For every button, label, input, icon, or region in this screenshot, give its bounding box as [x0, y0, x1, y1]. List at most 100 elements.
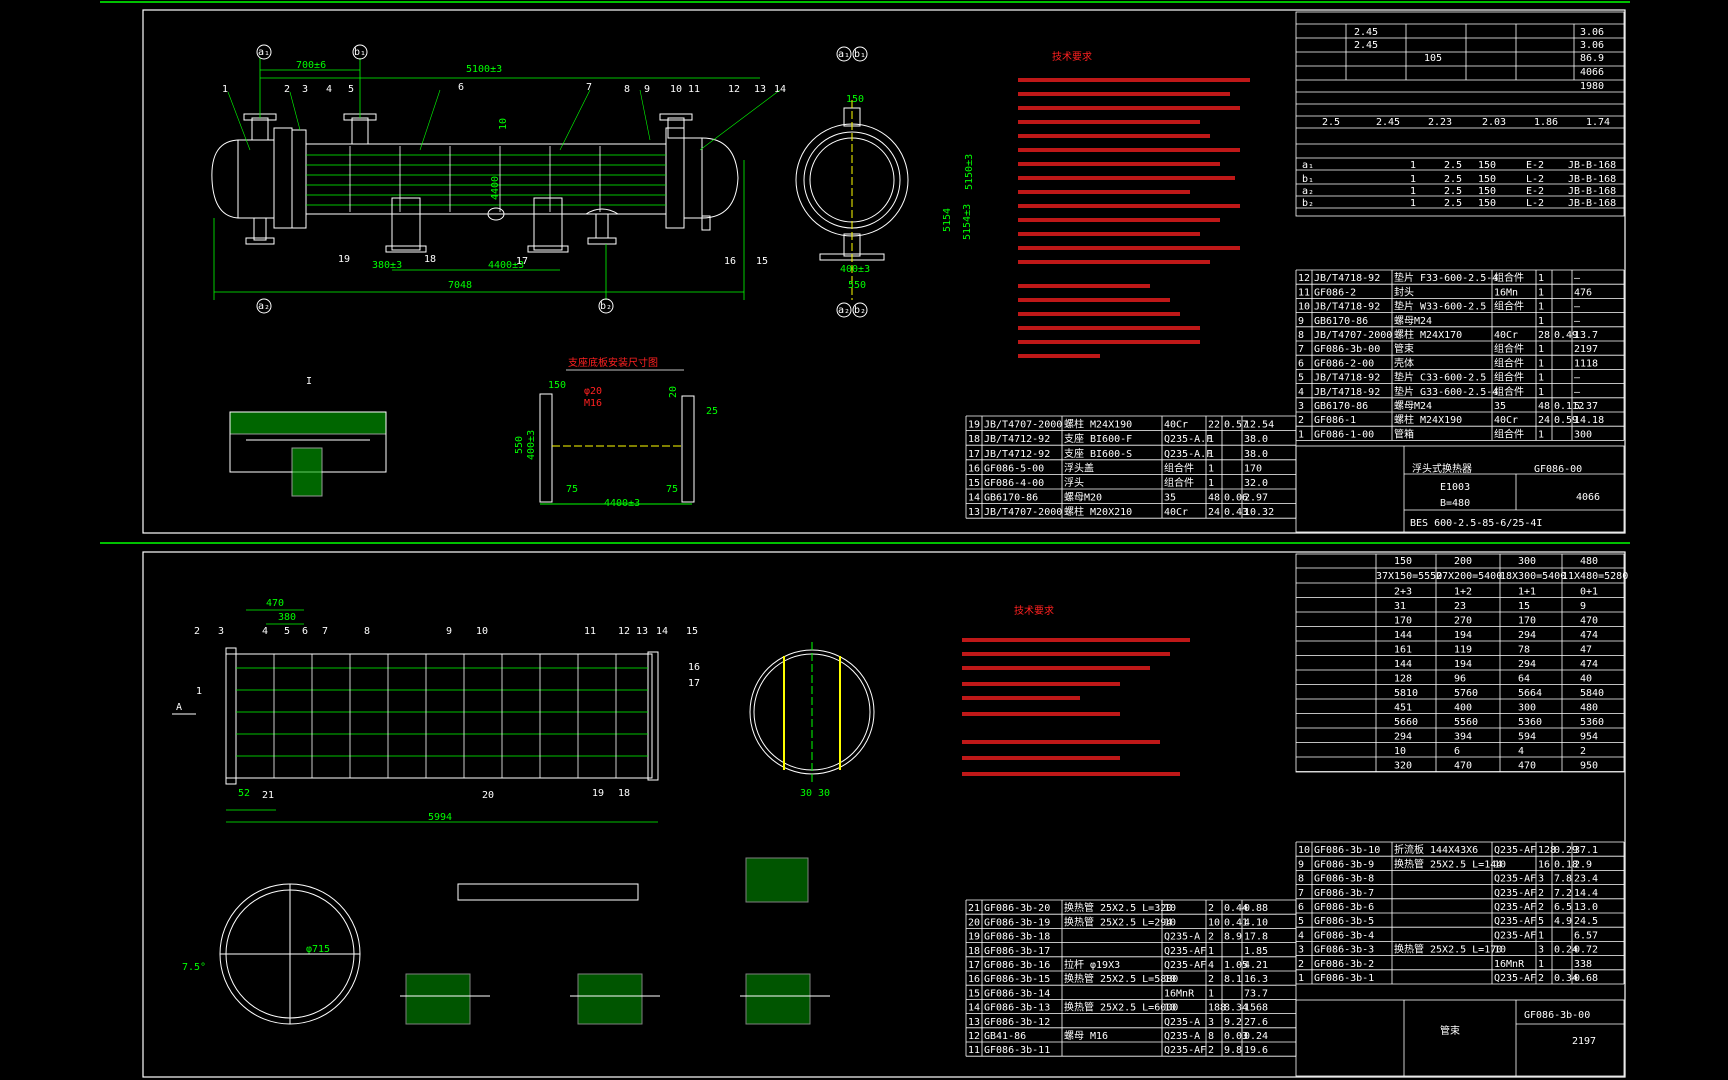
top-title-block-text: 浮头式换热器 GF086-00 E1003 B=480 4066 BES 600…: [1410, 462, 1600, 529]
svg-text:b₂: b₂: [600, 301, 612, 312]
svg-text:2.45: 2.45: [1354, 40, 1378, 51]
svg-text:E1003: E1003: [1440, 482, 1470, 493]
parts-row-name: 换热管 25X2.5 L=170: [1394, 943, 1502, 956]
parts-row-w2: —: [1574, 387, 1581, 398]
parts-row-name: 换热管 25X2.5 L=320: [1064, 901, 1172, 914]
parts-row-q: 1: [1538, 273, 1544, 284]
svg-text:1: 1: [1410, 198, 1416, 209]
parts-row-mat: Q235-AF: [1164, 946, 1206, 957]
baffle-cell: 5664: [1518, 688, 1542, 699]
svg-text:2.45: 2.45: [1376, 117, 1400, 128]
parts-row-no: 15: [968, 988, 980, 999]
svg-text:9: 9: [446, 626, 452, 637]
parts-row-no: 2: [1298, 959, 1304, 970]
parts-row-q: 1: [1538, 429, 1544, 440]
svg-text:φ20: φ20: [584, 386, 602, 397]
svg-text:150: 150: [1478, 186, 1496, 197]
parts-row-w2: 14.4: [1574, 888, 1598, 899]
parts-row-mat: 组合件: [1164, 461, 1194, 474]
svg-text:BES 600-2.5-85-6/25-4I: BES 600-2.5-85-6/25-4I: [1410, 518, 1542, 529]
svg-text:15: 15: [686, 626, 698, 637]
parts-row-w2: 38.0: [1244, 434, 1268, 445]
parts-row-name: 折流板 144X43X6: [1394, 843, 1478, 856]
svg-text:6: 6: [458, 82, 464, 93]
parts-row-q: 188: [1208, 1003, 1226, 1014]
parts-row-w2: —: [1574, 273, 1581, 284]
parts-row-mat: 10: [1164, 974, 1176, 985]
parts-row-code: GF086-2: [1314, 287, 1356, 298]
baffle-cell: 2: [1580, 746, 1586, 757]
parts-row-mat: 组合件: [1494, 300, 1524, 313]
svg-text:3.06: 3.06: [1580, 27, 1604, 38]
parts-row-name: 螺母 M16: [1064, 1030, 1108, 1042]
baffle-cell: 2+3: [1394, 587, 1412, 598]
parts-row-no: 16: [968, 974, 980, 985]
parts-row-w2: 170: [1244, 463, 1262, 474]
svg-text:a₁: a₁: [1302, 160, 1314, 171]
baffle-header: 300: [1518, 556, 1536, 567]
parts-row-w1: 0.41: [1224, 917, 1248, 928]
parts-row-q: 1: [1538, 930, 1544, 941]
parts-row-w2: 13.7: [1574, 330, 1598, 341]
parts-row-code: GF086-3b-1: [1314, 973, 1374, 984]
baffle-cell: 47: [1580, 645, 1592, 656]
svg-text:2.03: 2.03: [1482, 117, 1506, 128]
parts-row-w1: 8.34: [1224, 1003, 1248, 1014]
parts-row-no: 13: [968, 1017, 980, 1028]
svg-text:L-2: L-2: [1526, 198, 1544, 209]
parts-row-no: 2: [1298, 415, 1304, 426]
detail-I-view: [229, 411, 387, 497]
parts-row-code: GF086-3b-3: [1314, 945, 1374, 956]
parts-row-w2: 17.8: [1244, 932, 1268, 943]
parts-row-q: 2: [1208, 932, 1214, 943]
svg-text:19: 19: [592, 788, 604, 799]
parts-row-w2: 27.6: [1244, 1017, 1268, 1028]
baffle-row1: 37X150=5550: [1376, 571, 1442, 582]
parts-row-w2: 1.85: [1244, 946, 1268, 957]
parts-row-name: 垫片 W33-600-2.5: [1394, 300, 1486, 313]
parts-row-w2: 10.32: [1244, 507, 1274, 518]
parts-row-w2: —: [1574, 373, 1581, 384]
svg-text:5994: 5994: [428, 812, 452, 823]
baffle-cell: 470: [1518, 761, 1536, 772]
right-cover: [683, 137, 703, 219]
parts-row-q: 1: [1538, 358, 1544, 369]
parts-row-code: GF086-3b-18: [984, 932, 1050, 943]
svg-text:b₂: b₂: [854, 305, 866, 316]
parts-row-w1: 0.57: [1224, 420, 1248, 431]
parts-row-w1: 0.24: [1554, 945, 1578, 956]
parts-row-q: 1: [1538, 344, 1544, 355]
svg-text:19: 19: [338, 254, 350, 265]
bundle-dim-labels: 470 380 5994 52 A 30 30 φ715 7.5°: [176, 598, 830, 973]
parts-row-code: JB/T4718-92: [1314, 387, 1380, 398]
parts-row-mat: 40Cr: [1164, 420, 1188, 431]
parts-row-w1: 0.29: [1554, 845, 1578, 856]
svg-text:16: 16: [688, 662, 700, 673]
svg-text:b₁: b₁: [854, 49, 866, 60]
svg-text:400±3: 400±3: [840, 264, 870, 275]
parts-row-mat: 16MnR: [1164, 988, 1195, 999]
baffle-cell: 96: [1454, 674, 1466, 685]
parts-row-mat: 组合件: [1494, 342, 1524, 355]
baffle-header: 200: [1454, 556, 1472, 567]
parts-row-name: 垫片 G33-600-2.5-4: [1394, 385, 1498, 398]
svg-text:380: 380: [278, 612, 296, 623]
parts-row-no: 16: [968, 463, 980, 474]
parts-row-code: JB/T4718-92: [1314, 273, 1380, 284]
parts-row-no: 10: [1298, 302, 1310, 313]
parts-row-mat: Q235-A: [1164, 1017, 1200, 1028]
parts-row-mat: 10: [1494, 859, 1506, 870]
parts-row-mat: 10: [1164, 917, 1176, 928]
parts-row-no: 3: [1298, 401, 1304, 412]
baffle-cell: 474: [1580, 630, 1598, 641]
dim-700: 700±6: [296, 60, 326, 71]
parts-row-w2: 37.1: [1574, 845, 1598, 856]
svg-text:150: 150: [548, 380, 566, 391]
parts-row-no: 17: [968, 960, 980, 971]
parts-row-code: GF086-3b-6: [1314, 902, 1374, 913]
svg-text:400±3: 400±3: [526, 430, 537, 460]
baffle-cell: 294: [1518, 630, 1536, 641]
parts-row-w1: 1.05: [1224, 960, 1248, 971]
